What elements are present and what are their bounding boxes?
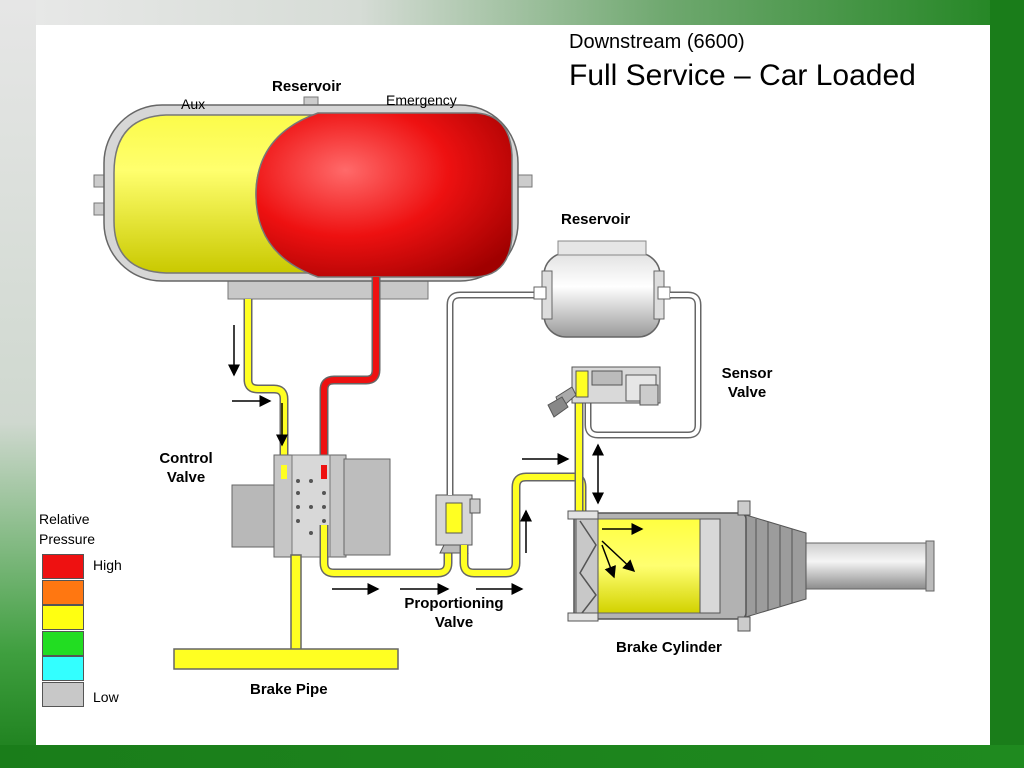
slide-canvas: Downstream (6600) Full Service – Car Loa… xyxy=(36,25,990,745)
legend-swatch-low-medium xyxy=(42,656,84,682)
reservoir-main-label: Reservoir xyxy=(272,78,342,95)
legend-swatch-medium-low xyxy=(42,630,84,656)
reservoir-small-label: Reservoir xyxy=(561,211,631,228)
sensor-valve xyxy=(547,366,661,418)
legend-swatch-high xyxy=(42,554,84,579)
page-subtitle: Downstream (6600) xyxy=(569,31,745,53)
proportioning-valve-label-line2: Valve xyxy=(434,614,474,631)
emergency-reservoir xyxy=(255,112,513,278)
flow-arrows xyxy=(228,325,644,595)
legend-swatch-medium-high xyxy=(42,579,84,605)
legend-low-label: Low xyxy=(93,689,119,705)
control-valve-label-line1: Control xyxy=(159,450,213,467)
left-band xyxy=(0,0,36,768)
proportioning-valve xyxy=(435,494,481,554)
aux-to-control-pipe xyxy=(245,299,287,465)
legend-high-label: High xyxy=(93,557,122,573)
sensor-valve-label-line2: Valve xyxy=(727,384,767,401)
top-band xyxy=(0,0,1024,25)
brake-cylinder xyxy=(567,500,935,632)
proportioning-valve-label: Proportioning Valve xyxy=(392,595,516,631)
main-reservoir xyxy=(93,96,533,300)
legend-title-line2: Pressure xyxy=(39,531,96,547)
page-title: Full Service – Car Loaded xyxy=(569,59,916,92)
brake-cylinder-label: Brake Cylinder xyxy=(616,639,722,656)
proportioning-to-cylinder-pipe xyxy=(461,474,585,576)
right-band xyxy=(990,0,1024,768)
control-valve xyxy=(231,454,391,558)
control-valve-label: Control Valve xyxy=(150,450,222,486)
emergency-label: Emergency xyxy=(386,92,457,108)
small-reservoir xyxy=(533,240,671,338)
legend-swatch-medium xyxy=(42,605,84,631)
brake-pipe xyxy=(173,648,399,670)
bottom-band xyxy=(0,745,1024,768)
legend-title-line1: Relative xyxy=(39,511,90,527)
brake-pipe-label: Brake Pipe xyxy=(250,681,328,698)
legend-swatch-low xyxy=(42,682,84,707)
sensor-valve-label-line1: Sensor xyxy=(721,365,773,382)
aux-label: Aux xyxy=(181,96,206,112)
proportioning-valve-label-line1: Proportioning xyxy=(404,595,504,612)
emergency-to-control-pipe xyxy=(321,277,379,465)
sensor-valve-label: Sensor Valve xyxy=(712,365,782,401)
brake-system-diagram xyxy=(93,96,935,670)
control-valve-label-line2: Valve xyxy=(166,469,206,486)
